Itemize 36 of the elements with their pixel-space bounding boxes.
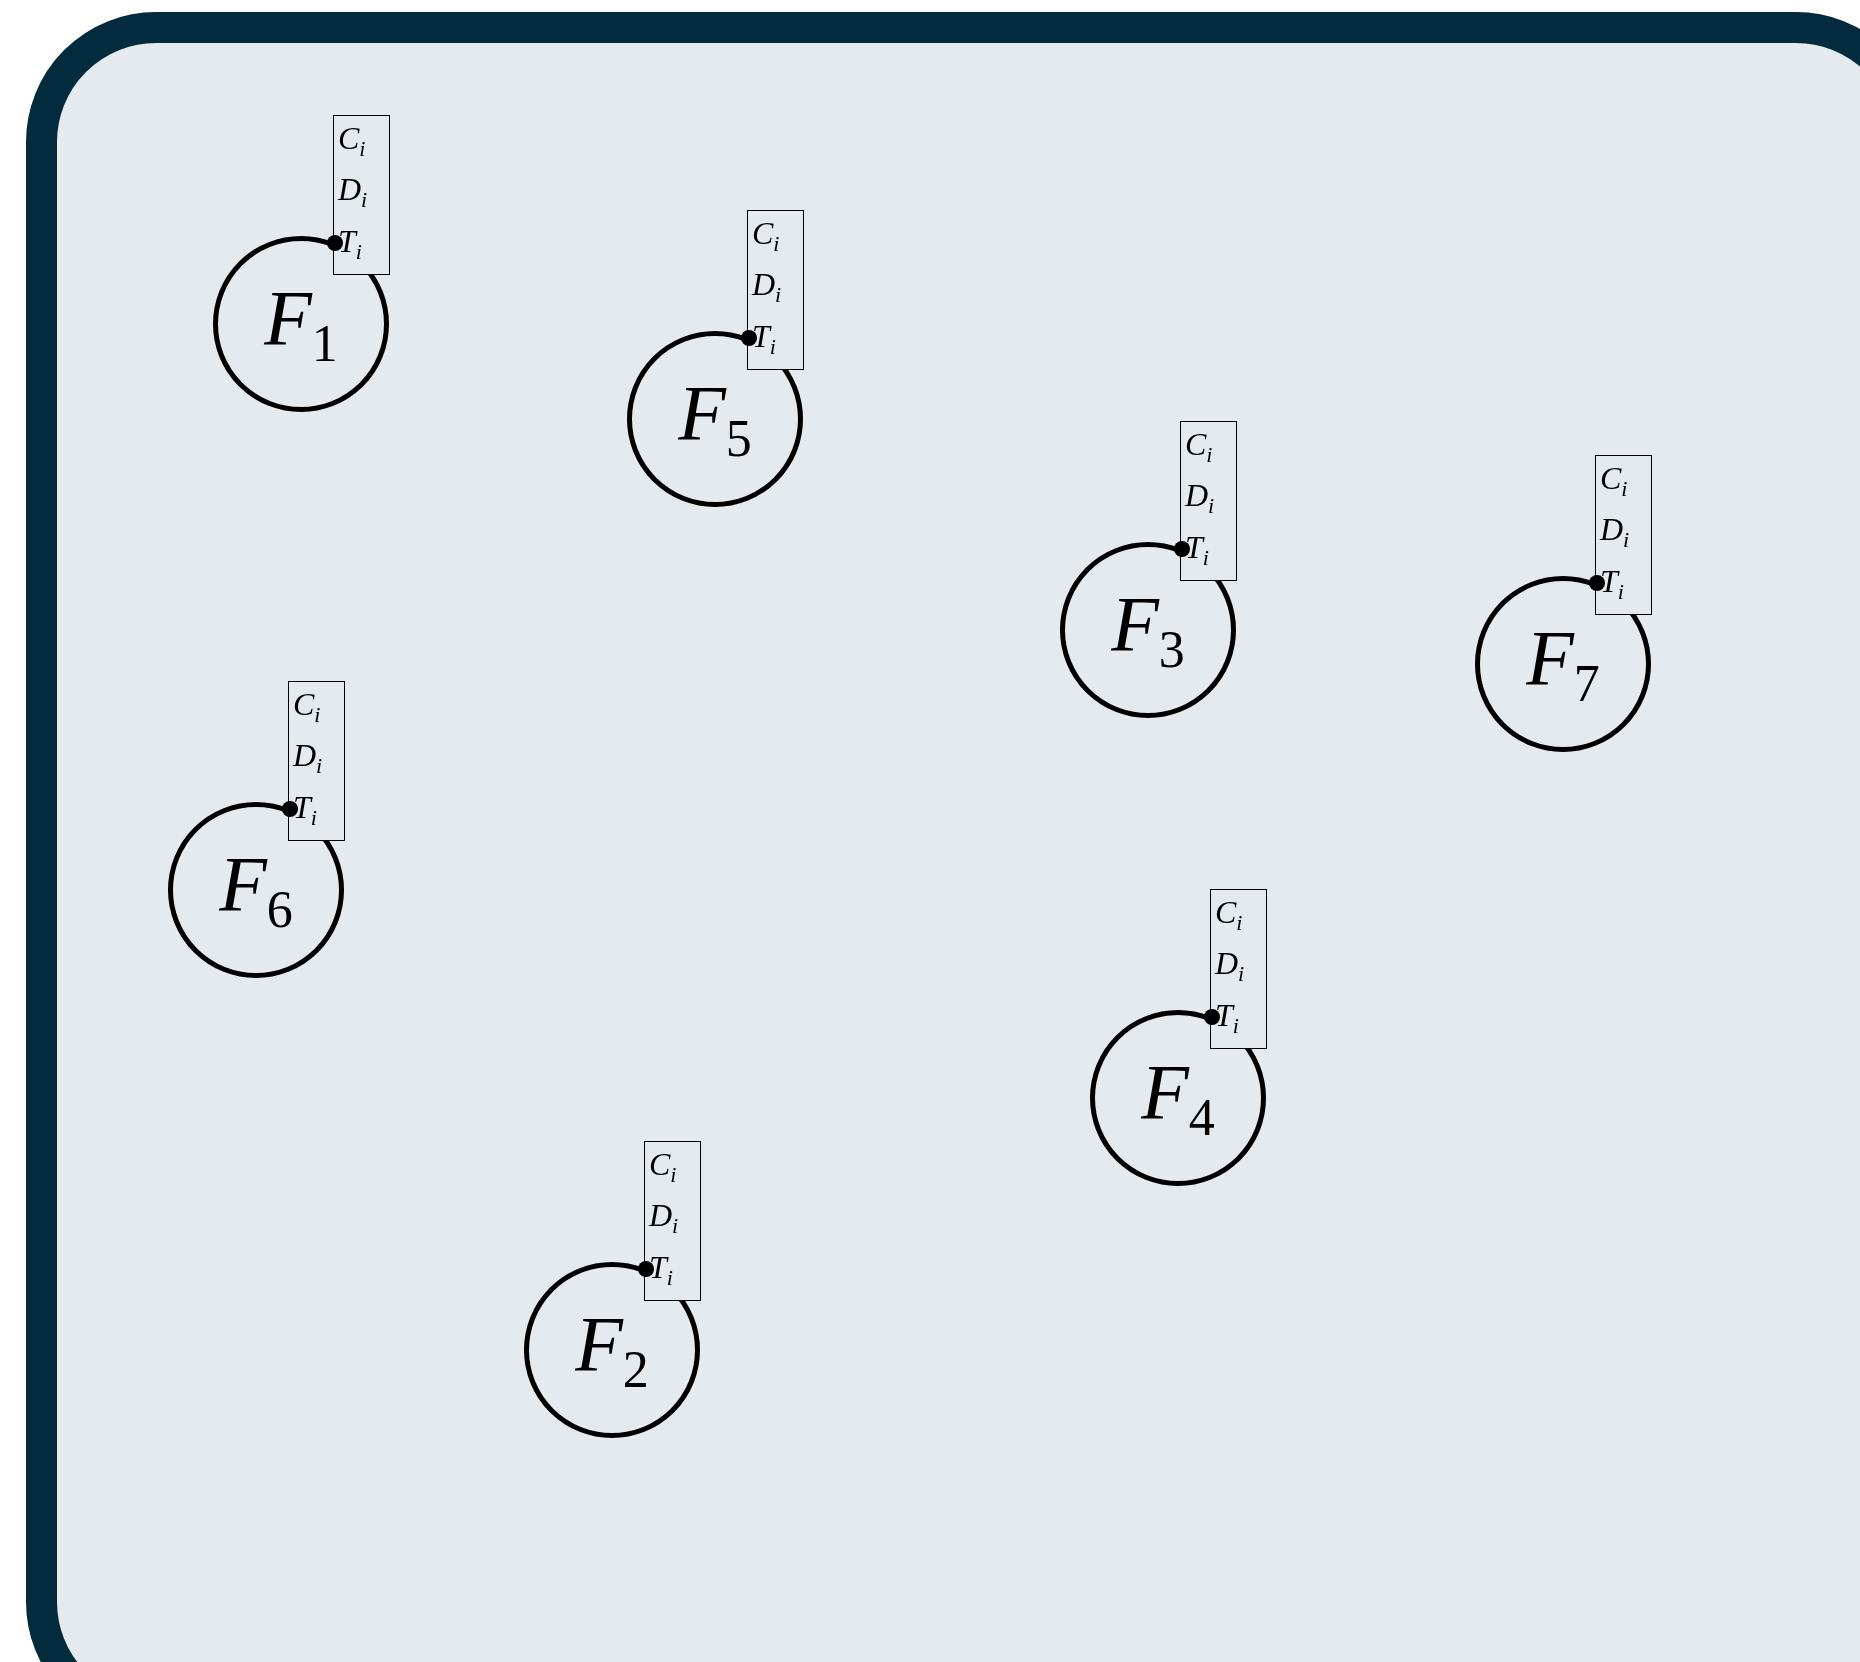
parameter-label: C$_{i}$ bbox=[1600, 459, 1629, 504]
node-label: F$_{2}$ bbox=[575, 1304, 649, 1396]
node-label: F$_{7}$ bbox=[1526, 618, 1600, 710]
parameter-label: T$_{i}$ bbox=[338, 221, 363, 267]
parameter-tag bbox=[1180, 421, 1237, 582]
parameter-tag bbox=[747, 210, 804, 371]
parameter-tag bbox=[644, 1141, 701, 1302]
parameter-label: T$_{i}$ bbox=[752, 316, 777, 362]
node-label: F$_{1}$ bbox=[264, 278, 338, 370]
parameter-label: C$_{i}$ bbox=[1215, 893, 1244, 938]
parameter-label: T$_{i}$ bbox=[649, 1247, 674, 1293]
parameter-tag bbox=[1595, 455, 1652, 616]
parameter-label: T$_{i}$ bbox=[1185, 527, 1210, 573]
parameter-tag bbox=[1210, 889, 1267, 1050]
parameter-label: C$_{i}$ bbox=[752, 214, 781, 259]
node-label: F$_{4}$ bbox=[1141, 1052, 1215, 1144]
parameter-label: C$_{i}$ bbox=[338, 119, 367, 164]
parameter-label: D$_{i}$ bbox=[338, 170, 369, 215]
node-label: F$_{6}$ bbox=[219, 844, 293, 936]
parameter-label: C$_{i}$ bbox=[649, 1145, 678, 1190]
parameter-label: D$_{i}$ bbox=[752, 265, 783, 310]
parameter-label: T$_{i}$ bbox=[1600, 561, 1625, 607]
node-label: F$_{5}$ bbox=[678, 373, 752, 465]
parameter-label: C$_{i}$ bbox=[293, 685, 322, 730]
parameter-label: D$_{i}$ bbox=[649, 1196, 680, 1241]
parameter-tag bbox=[333, 115, 390, 276]
parameter-label: D$_{i}$ bbox=[1185, 476, 1216, 521]
node-label: F$_{3}$ bbox=[1111, 584, 1185, 676]
parameter-label: T$_{i}$ bbox=[1215, 995, 1240, 1041]
panel-background bbox=[26, 12, 1860, 1662]
parameter-label: D$_{i}$ bbox=[1215, 944, 1246, 989]
parameter-label: D$_{i}$ bbox=[1600, 510, 1631, 555]
parameter-tag bbox=[288, 681, 345, 842]
parameter-label: C$_{i}$ bbox=[1185, 425, 1214, 470]
parameter-label: T$_{i}$ bbox=[293, 787, 318, 833]
parameter-label: D$_{i}$ bbox=[293, 736, 324, 781]
